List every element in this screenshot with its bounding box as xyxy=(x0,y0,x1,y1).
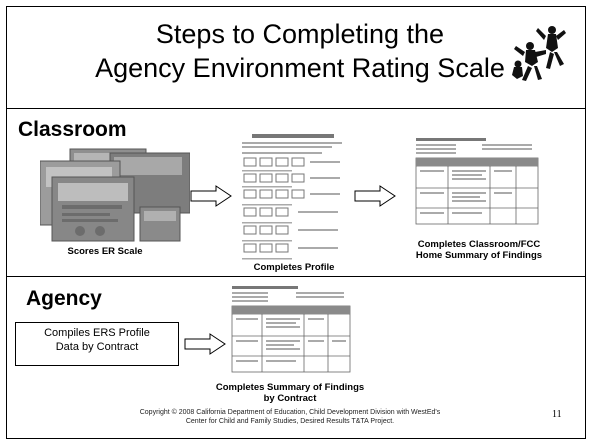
caption-completes-profile: Completes Profile xyxy=(253,262,335,273)
caption-agency-summary-line1: Completes Summary of Findings xyxy=(215,382,365,393)
box-line1: Compiles ERS Profile xyxy=(44,327,150,339)
box-line2: Data by Contract xyxy=(55,341,139,353)
agency-summary-document xyxy=(228,284,354,376)
arrow-right-icon xyxy=(354,185,396,207)
page-number: 11 xyxy=(552,409,562,420)
footer-copyright-line1: Copyright © 2008 California Department o… xyxy=(139,409,441,416)
slide-title-line1: Steps to Completing the xyxy=(155,19,445,49)
rating-scale-books-image xyxy=(40,148,190,242)
caption-scores-er-scale: Scores ER Scale xyxy=(67,246,143,257)
section-heading-agency: Agency xyxy=(26,287,102,310)
children-clipart-icon xyxy=(512,26,566,81)
divider-middle xyxy=(7,276,586,277)
caption-classroom-summary-line2: Home Summary of Findings xyxy=(415,250,543,261)
caption-agency-summary-line2: by Contract xyxy=(263,393,317,404)
caption-classroom-summary-line1: Completes Classroom/FCC xyxy=(417,239,541,250)
arrow-right-icon xyxy=(184,333,226,355)
footer-copyright-line2: Center for Child and Family Studies, Des… xyxy=(185,418,395,425)
summary-findings-document xyxy=(412,136,542,228)
slide-frame xyxy=(6,6,586,439)
divider-top xyxy=(7,108,586,109)
slide-title-line2: Agency Environment Rating Scale xyxy=(95,53,505,83)
compiles-ers-profile-box: Compiles ERS Profile Data by Contract xyxy=(15,322,179,366)
profile-form-document xyxy=(238,130,348,270)
arrow-right-icon xyxy=(190,185,232,207)
section-heading-classroom: Classroom xyxy=(18,118,127,141)
